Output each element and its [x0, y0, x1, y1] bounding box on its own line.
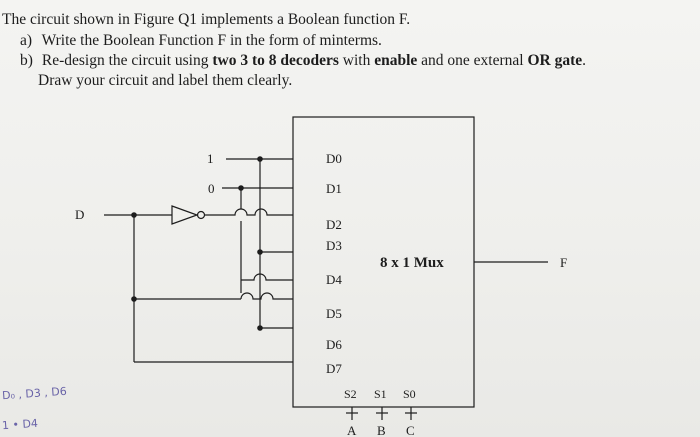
- label-const-one: 1: [207, 151, 214, 166]
- label-input-d: D: [75, 207, 84, 222]
- question-part-b: b) Re-design the circuit using two 3 to …: [20, 52, 587, 69]
- part-a-marker: a): [20, 32, 33, 49]
- part-b-marker: b): [20, 52, 33, 69]
- junction-one: [257, 156, 263, 162]
- label-d1: D1: [326, 181, 342, 196]
- label-s0: S0: [403, 387, 416, 401]
- label-s1: S1: [374, 387, 387, 401]
- junction-d6: [257, 325, 263, 331]
- junction-d: [131, 212, 137, 218]
- label-d5: D5: [326, 306, 342, 321]
- label-mux: 8 x 1 Mux: [380, 255, 444, 271]
- label-s2: S2: [344, 387, 357, 401]
- label-d4: D4: [326, 272, 342, 287]
- label-d7: D7: [326, 361, 342, 376]
- label-d2: D2: [326, 217, 342, 232]
- question-intro: The circuit shown in Figure Q1 implement…: [2, 11, 411, 28]
- junction-d3: [257, 249, 263, 255]
- part-a-text: Write the Boolean Function F in the form…: [41, 32, 382, 49]
- inverter-gate: [171, 205, 199, 225]
- junction-zero: [238, 185, 244, 191]
- label-select-b: B: [377, 423, 386, 437]
- wire-zero-to-d4: [241, 273, 293, 281]
- wire-d-not-to-d2: [205, 208, 293, 216]
- question-part-b-line2: Draw your circuit and label them clearly…: [38, 72, 293, 89]
- label-select-a: A: [347, 423, 357, 437]
- wire-d-to-d5: [240, 292, 293, 300]
- inverter-bubble: [196, 210, 206, 220]
- label-d3: D3: [326, 238, 342, 253]
- handwritten-note-2: 1 • D4: [1, 416, 39, 433]
- label-d0: D0: [326, 151, 342, 166]
- label-select-c: C: [406, 423, 415, 437]
- label-d6: D6: [326, 337, 342, 352]
- label-output-f: F: [560, 255, 567, 270]
- junction-d5: [131, 296, 137, 302]
- question-part-a: a) Write the Boolean Function F in the f…: [20, 32, 382, 50]
- label-const-zero: 0: [208, 181, 215, 196]
